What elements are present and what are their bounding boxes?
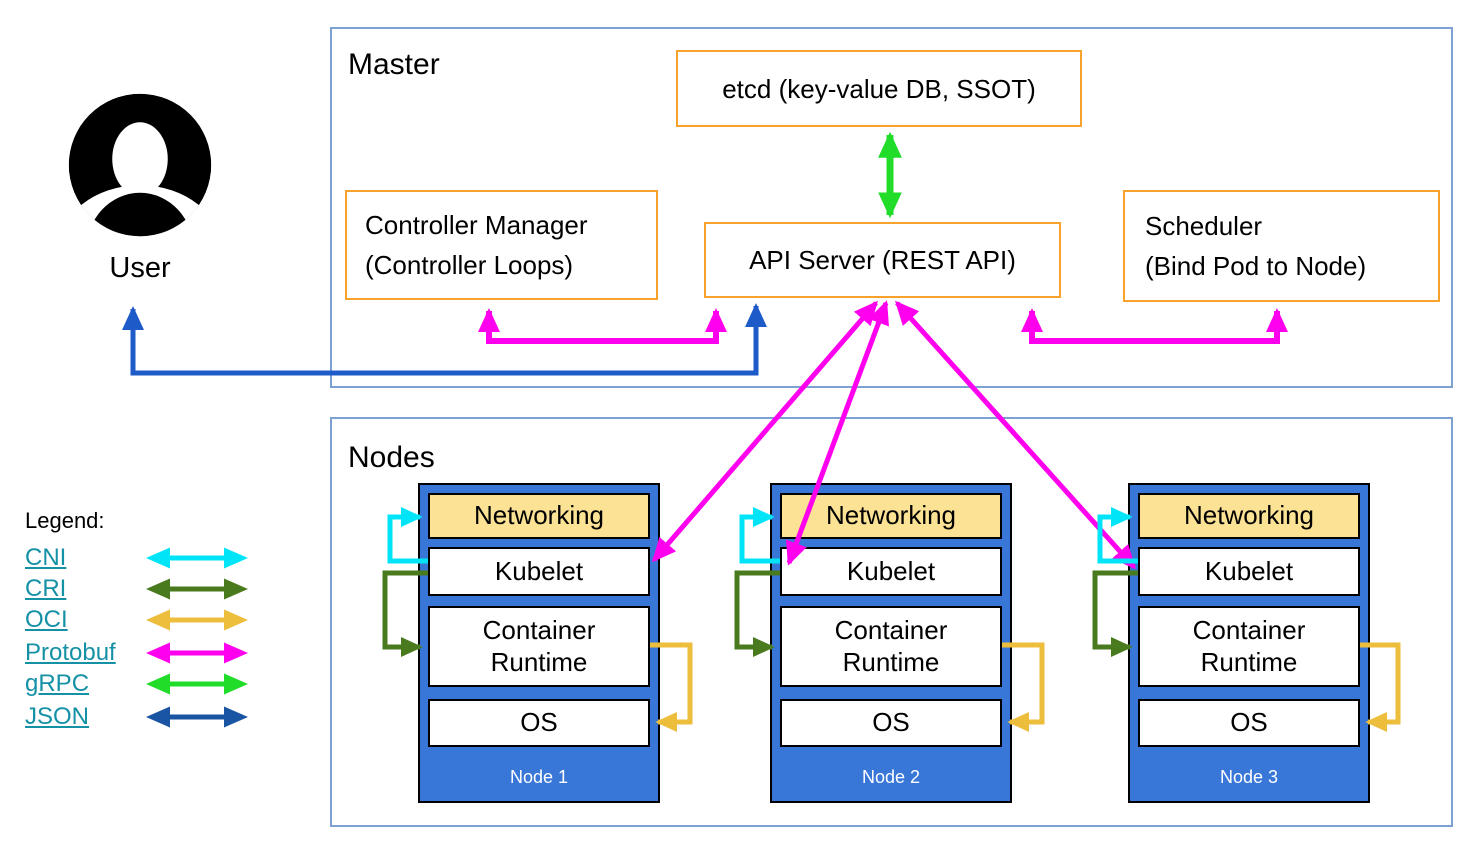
legend-link-oci[interactable]: OCI	[25, 606, 68, 633]
api-server-label: API Server (REST API)	[749, 245, 1016, 275]
legend-link-cni[interactable]: CNI	[25, 544, 67, 571]
controller-manager-label-line2: (Controller Loops)	[365, 250, 574, 280]
legend-title: Legend:	[25, 508, 105, 533]
cri-legend-arrow-icon	[146, 578, 248, 600]
node-3-name: Node 3	[1219, 767, 1279, 787]
etcd-box: etcd (key-value DB, SSOT)	[676, 50, 1082, 127]
legend-link-cri[interactable]: CRI	[25, 575, 67, 602]
etcd-label: etcd (key-value DB, SSOT)	[722, 73, 1036, 104]
user-icon	[68, 93, 212, 237]
legend-link-protobuf[interactable]: Protobuf	[25, 639, 116, 666]
legend-link-grpc[interactable]: gRPC	[25, 670, 90, 697]
node-2-os-layer: OS	[780, 699, 1002, 747]
scheduler-box: Scheduler (Bind Pod to Node)	[1123, 190, 1440, 302]
node-1-networking-layer: Networking	[428, 493, 650, 539]
grpc-legend-arrow-icon	[146, 673, 248, 695]
oci-legend-arrow-icon	[146, 609, 248, 631]
node-3-os-layer: OS	[1138, 699, 1360, 747]
node-2-kubelet-layer: Kubelet	[780, 547, 1002, 596]
node-2-container-runtime-layer: Container Runtime	[780, 606, 1002, 687]
node-3-networking-layer: Networking	[1138, 493, 1360, 539]
nodes-title: Nodes	[348, 441, 435, 474]
node-1-name: Node 1	[509, 767, 569, 787]
node-2-name: Node 2	[861, 767, 921, 787]
node-3-container-runtime-layer: Container Runtime	[1138, 606, 1360, 687]
scheduler-label-line2: (Bind Pod to Node)	[1145, 251, 1367, 281]
protobuf-legend-arrow-icon	[146, 642, 248, 664]
scheduler-label-line1: Scheduler	[1145, 211, 1263, 241]
node-2: Networking Kubelet Container Runtime OS …	[770, 483, 1012, 803]
api-server-box: API Server (REST API)	[704, 222, 1061, 298]
legend-link-json[interactable]: JSON	[25, 703, 90, 730]
node-1-kubelet-layer: Kubelet	[428, 547, 650, 596]
node-1-container-runtime-layer: Container Runtime	[428, 606, 650, 687]
json-legend-arrow-icon	[146, 706, 248, 728]
controller-manager-box: Controller Manager (Controller Loops)	[345, 190, 658, 300]
node-3-kubelet-layer: Kubelet	[1138, 547, 1360, 596]
nodes-frame	[330, 417, 1453, 827]
master-title: Master	[348, 48, 440, 81]
controller-manager-label-line1: Controller Manager	[365, 210, 588, 240]
node-3: Networking Kubelet Container Runtime OS …	[1128, 483, 1370, 803]
node-2-networking-layer: Networking	[780, 493, 1002, 539]
node-1-os-layer: OS	[428, 699, 650, 747]
master-frame	[330, 27, 1453, 388]
user-label: User	[109, 252, 171, 284]
node-1: Networking Kubelet Container Runtime OS …	[418, 483, 660, 803]
cni-legend-arrow-icon	[146, 547, 248, 569]
